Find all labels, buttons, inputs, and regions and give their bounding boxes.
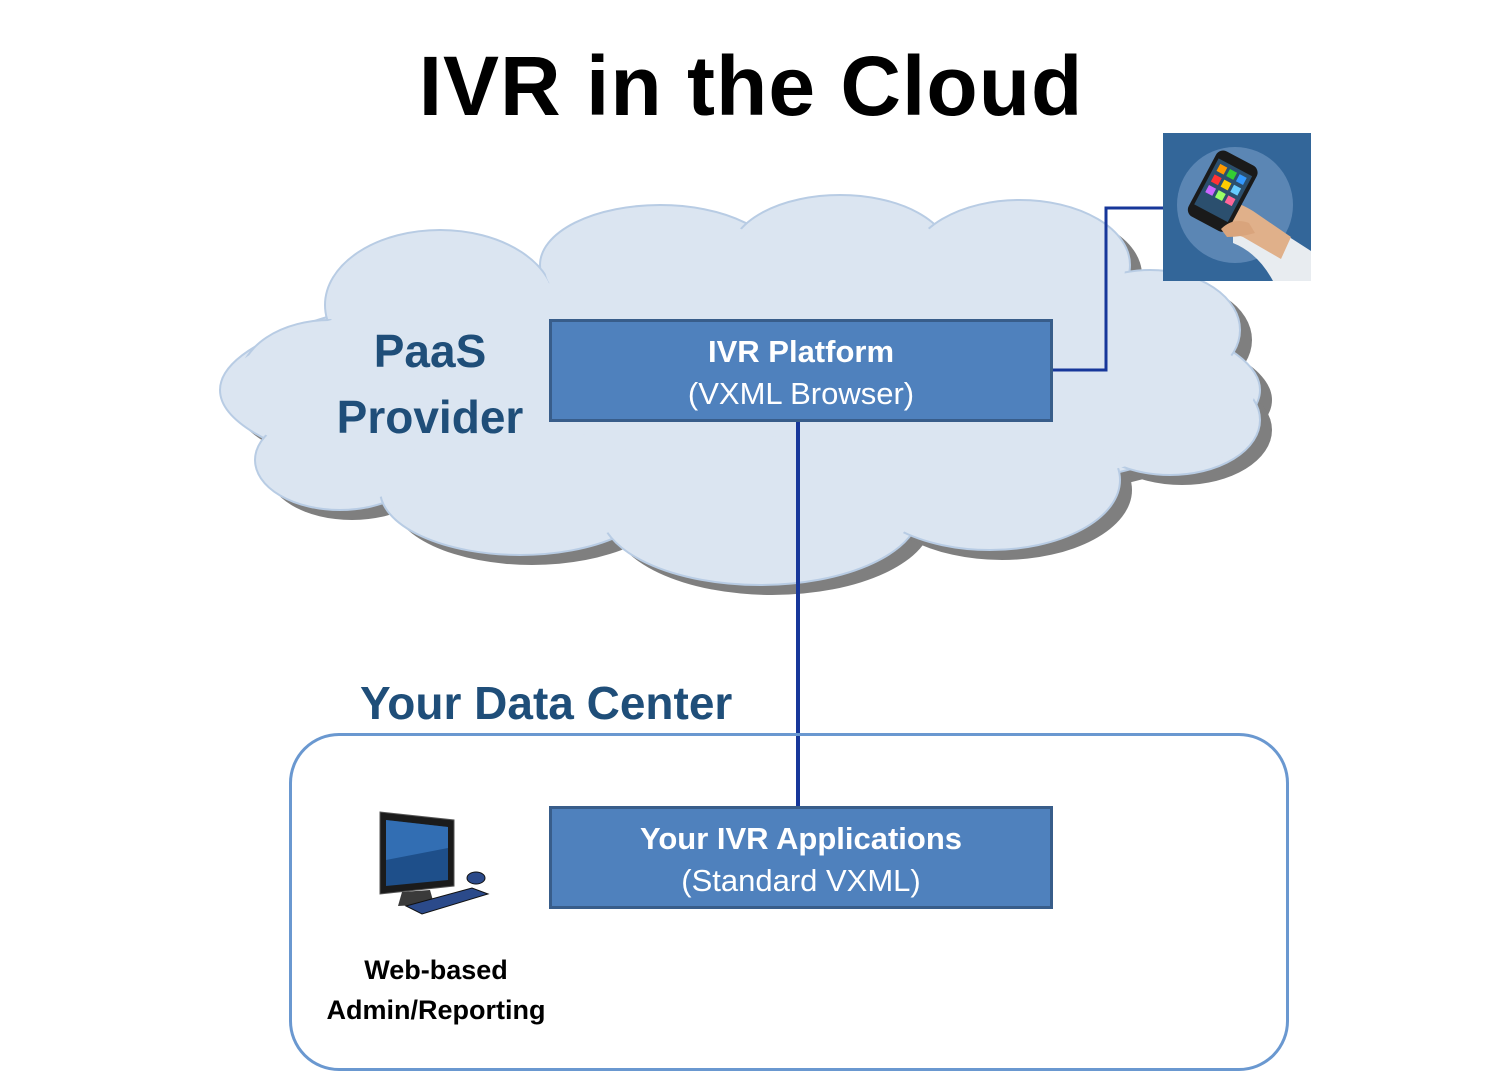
ivr-applications-subtitle: (Standard VXML) [681, 863, 921, 898]
admin-reporting-line1: Web-based [364, 955, 508, 985]
phone-connector-line [1052, 206, 1165, 372]
data-center-label: Your Data Center [360, 677, 733, 729]
diagram-title: IVR in the Cloud [418, 39, 1084, 133]
ivr-platform-subtitle: (VXML Browser) [687, 376, 915, 411]
ivr-applications-box: Your IVR Applications (Standard VXML) [549, 806, 1053, 909]
smartphone-in-hand-icon [1163, 133, 1311, 281]
paas-provider-label: PaaS Provider [300, 318, 560, 450]
admin-reporting-label: Web-based Admin/Reporting [300, 950, 572, 1030]
ivr-platform-box: IVR Platform (VXML Browser) [549, 319, 1053, 422]
desktop-computer-icon [372, 808, 492, 920]
data-center-frame [289, 733, 1289, 1071]
ivr-applications-title: Your IVR Applications [639, 821, 963, 856]
paas-provider-line1: PaaS [373, 325, 487, 377]
paas-provider-line2: Provider [336, 391, 524, 443]
admin-reporting-line2: Admin/Reporting [326, 995, 546, 1025]
ivr-platform-title: IVR Platform [707, 334, 895, 369]
